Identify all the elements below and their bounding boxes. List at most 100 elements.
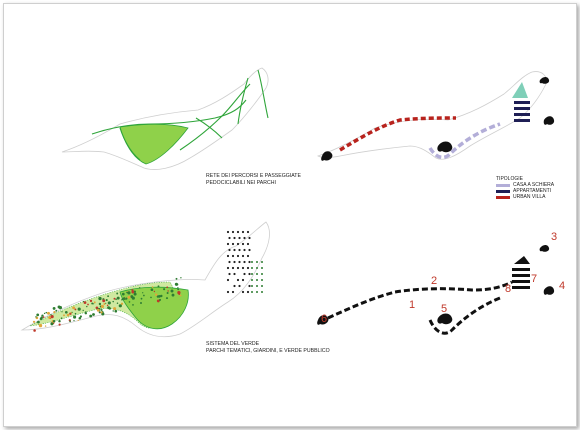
- legend-item-appartamenti: APPARTAMENTI: [496, 188, 554, 194]
- lot-number-3: 3: [551, 231, 558, 243]
- tree-dots: [32, 277, 182, 332]
- lot-number-6: 6: [321, 313, 328, 325]
- tree-dot: [47, 311, 50, 315]
- lot-number-1: 1: [409, 299, 416, 311]
- lot-number-4: 4: [559, 280, 566, 292]
- tree-dot: [178, 293, 181, 296]
- tree-dot: [175, 277, 178, 280]
- tree-dot: [133, 290, 137, 293]
- legend-swatch: [496, 189, 510, 193]
- urban-tree: [233, 236, 236, 240]
- tree-dot: [155, 293, 158, 296]
- urban-tree: [231, 290, 235, 294]
- panel-lots: [317, 245, 555, 335]
- urban-tree: [256, 285, 258, 287]
- lot-line-south: [428, 296, 501, 335]
- villa-blobs: [321, 77, 555, 161]
- tree-dot: [132, 304, 134, 306]
- tree-dot: [127, 295, 131, 299]
- urban-tree: [246, 254, 250, 258]
- tree-dot: [126, 291, 128, 294]
- urban-tree: [251, 279, 253, 281]
- urban-tree: [246, 242, 250, 246]
- tree-dot: [37, 320, 40, 324]
- urban-tree: [251, 273, 253, 275]
- tree-dot: [98, 302, 102, 306]
- urban-tree: [233, 272, 236, 276]
- tree-dot: [48, 315, 51, 319]
- typology-legend: TIPOLOGIE CASA A SCHIERA APPARTAMENTI UR…: [496, 176, 554, 200]
- tree-dot: [57, 305, 61, 309]
- urban-tree-grid: [226, 230, 263, 294]
- lot-line-north: [327, 280, 513, 320]
- tree-dot: [116, 296, 120, 300]
- tree-dot: [40, 316, 43, 319]
- tree-dot: [179, 294, 182, 297]
- tree-dot: [116, 302, 119, 304]
- tree-dot: [150, 288, 154, 292]
- tree-dot: [33, 329, 36, 332]
- urban-tree: [228, 236, 231, 240]
- tree-dot: [79, 315, 83, 318]
- urban-tree: [226, 230, 230, 234]
- tree-dot: [45, 311, 48, 314]
- tree-dot: [78, 317, 82, 320]
- tree-dot: [120, 302, 124, 305]
- tree-dot: [157, 295, 161, 298]
- tree-dot: [73, 319, 75, 322]
- tree-dot: [55, 309, 58, 312]
- tree-dot: [44, 325, 47, 327]
- tree-dot: [166, 292, 169, 294]
- urban-tree: [238, 260, 241, 264]
- urban-tree: [246, 230, 250, 234]
- urban-tree: [256, 291, 258, 293]
- urban-tree: [261, 273, 263, 275]
- urban-tree: [236, 278, 240, 282]
- tree-dot: [83, 301, 87, 304]
- tree-dot: [140, 297, 143, 300]
- legend-swatch: [496, 183, 510, 187]
- tree-dot: [167, 290, 169, 292]
- urban-tree: [241, 278, 245, 282]
- tree-dot: [177, 290, 181, 295]
- lot-blocks: [512, 256, 530, 289]
- tree-dot: [92, 313, 95, 316]
- urban-tree: [226, 266, 230, 270]
- tree-dot: [50, 314, 52, 316]
- urban-tree: [228, 248, 231, 252]
- tree-dot: [102, 299, 106, 303]
- urban-tree: [226, 278, 230, 282]
- tree-dot: [166, 286, 169, 289]
- urban-tree: [241, 290, 245, 294]
- panel-paths: [61, 67, 269, 171]
- tree-dot: [153, 290, 156, 293]
- tree-dot: [70, 312, 72, 314]
- tree-dot: [105, 302, 107, 304]
- tree-dot: [118, 304, 122, 308]
- urban-tree: [241, 254, 245, 258]
- lot-number-5: 5: [441, 303, 448, 315]
- tree-dot: [73, 315, 77, 319]
- urban-tree: [233, 260, 236, 264]
- urban-tree: [248, 272, 251, 276]
- tree-dot: [114, 309, 118, 313]
- tree-dot: [100, 304, 104, 309]
- tree-dot: [74, 312, 77, 315]
- tree-dot: [36, 313, 40, 317]
- urban-tree: [243, 248, 246, 252]
- tree-dot: [98, 296, 102, 301]
- tree-dot: [52, 319, 56, 323]
- tree-dot: [158, 298, 162, 301]
- tower-hatch: [512, 82, 528, 98]
- tree-dot: [82, 309, 84, 312]
- panel-green: [20, 221, 270, 338]
- urban-tree: [238, 236, 241, 240]
- tree-dot: [53, 311, 56, 314]
- urban-tree: [241, 230, 245, 234]
- tree-dot: [60, 317, 63, 320]
- central-park: [119, 286, 189, 330]
- casa-a-schiera-row: [428, 122, 501, 160]
- tree-dot: [171, 293, 175, 297]
- urban-tree: [256, 279, 258, 281]
- tree-dot: [50, 322, 54, 326]
